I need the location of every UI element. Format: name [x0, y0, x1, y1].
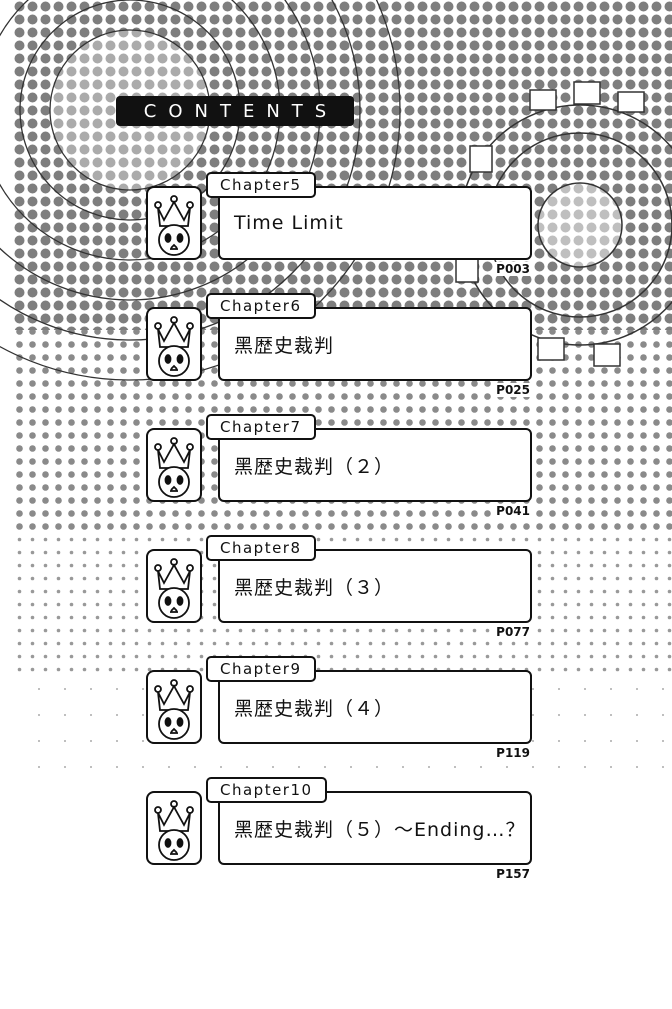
- chapter-title: 黑歴史裁判（２）: [218, 428, 532, 502]
- chapter-title: Time Limit: [218, 186, 532, 260]
- chapter-entry[interactable]: Chapter10 黑歴史裁判（５）〜Ending…？ P157: [0, 777, 672, 897]
- page-number: P041: [494, 504, 532, 518]
- crown-mascot-icon: [146, 186, 202, 260]
- chapter-label: Chapter10: [206, 777, 327, 803]
- chapter-entry[interactable]: Chapter7 黑歴史裁判（２） P041: [0, 414, 672, 534]
- chapter-label: Chapter9: [206, 656, 316, 682]
- chapter-label: Chapter5: [206, 172, 316, 198]
- chapter-entry[interactable]: Chapter8 黑歴史裁判（３） P077: [0, 535, 672, 655]
- crown-mascot-icon: [146, 549, 202, 623]
- chapter-title: 黑歴史裁判: [218, 307, 532, 381]
- chapter-label: Chapter6: [206, 293, 316, 319]
- crown-mascot-icon: [146, 791, 202, 865]
- chapter-entry[interactable]: Chapter9 黑歴史裁判（４） P119: [0, 656, 672, 776]
- page-number: P119: [494, 746, 532, 760]
- chapter-entry[interactable]: Chapter6 黑歴史裁判 P025: [0, 293, 672, 413]
- page-number: P077: [494, 625, 532, 639]
- chapter-entry[interactable]: Chapter5 Time Limit P003: [0, 172, 672, 292]
- chapter-title: 黑歴史裁判（５）〜Ending…？: [218, 791, 532, 865]
- page-number: P025: [494, 383, 532, 397]
- crown-mascot-icon: [146, 670, 202, 744]
- contents-heading-text: CONTENTS: [143, 100, 339, 122]
- page-number: P003: [494, 262, 532, 276]
- crown-mascot-icon: [146, 307, 202, 381]
- crown-mascot-icon: [146, 428, 202, 502]
- chapter-label: Chapter8: [206, 535, 316, 561]
- chapter-title: 黑歴史裁判（３）: [218, 549, 532, 623]
- chapter-title: 黑歴史裁判（４）: [218, 670, 532, 744]
- contents-heading: CONTENTS: [116, 96, 354, 126]
- page-number: P157: [494, 867, 532, 881]
- chapter-label: Chapter7: [206, 414, 316, 440]
